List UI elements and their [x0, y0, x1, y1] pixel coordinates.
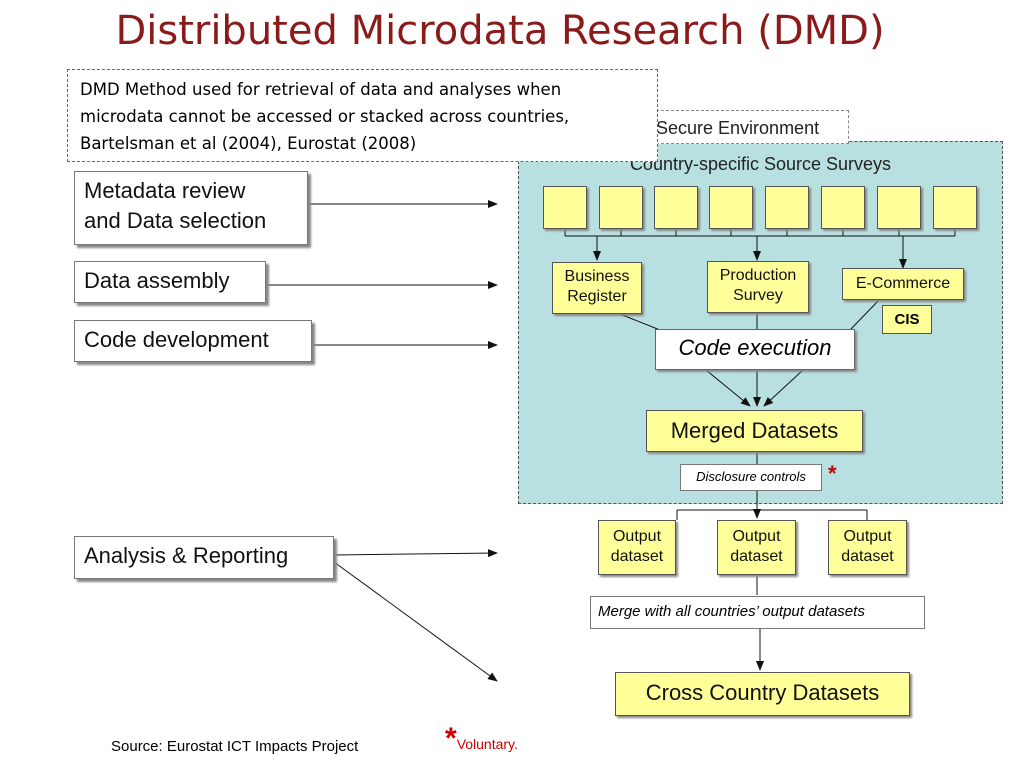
output-dataset-line-1: Output [732, 528, 781, 545]
production-survey-line-2: Survey [733, 287, 783, 304]
business-register-line-1: Business [564, 268, 630, 285]
output-dataset-line-2: dataset [730, 548, 783, 565]
disclosure-controls-box: Disclosure controls [680, 464, 822, 491]
production-survey-line-1: Production [719, 267, 797, 284]
merged-datasets-box: Merged Datasets [646, 410, 863, 452]
code-execution-box: Code execution [655, 329, 855, 370]
production-survey-box: Production Survey [707, 261, 809, 313]
survey-source-box [709, 186, 753, 229]
survey-source-box [821, 186, 865, 229]
cis-box: CIS [882, 305, 932, 334]
dmd-method-note: DMD Method used for retrieval of data an… [67, 69, 658, 162]
output-dataset-line-1: Output [612, 528, 662, 545]
cross-country-datasets-box: Cross Country Datasets [615, 672, 910, 716]
survey-source-box [599, 186, 643, 229]
merge-all-countries-box: Merge with all countries’ output dataset… [590, 596, 925, 629]
footnote-asterisk: * [445, 722, 457, 755]
source-surveys-title: Country-specific Source Surveys [629, 154, 892, 174]
output-dataset-box: Output dataset [598, 520, 676, 575]
step-metadata-line-1: Metadata review [84, 178, 246, 203]
step-analysis-reporting: Analysis & Reporting [74, 536, 334, 579]
e-commerce-box: E-Commerce [842, 268, 964, 300]
voluntary-footnote: *Voluntary. [445, 722, 518, 756]
voluntary-text: Voluntary. [456, 736, 518, 752]
step-data-assembly: Data assembly [74, 261, 266, 303]
survey-source-box [933, 186, 977, 229]
survey-source-box [654, 186, 698, 229]
business-register-box: Business Register [552, 262, 642, 314]
output-dataset-line-1: Output [843, 528, 892, 545]
page-title: Distributed Microdata Research (DMD) [115, 8, 885, 54]
note-line-3: Bartelsman et al (2004), Eurostat (2008) [80, 134, 417, 153]
note-line-2: microdata cannot be accessed or stacked … [80, 107, 570, 126]
output-dataset-box: Output dataset [717, 520, 796, 575]
step-code-development: Code development [74, 320, 312, 362]
analysis-cross-arrow [333, 561, 498, 682]
step-metadata-line-2: and Data selection [84, 208, 267, 233]
source-footnote: Source: Eurostat ICT Impacts Project [111, 738, 359, 755]
output-dataset-box: Output dataset [828, 520, 907, 575]
output-dataset-line-2: dataset [841, 548, 894, 565]
secure-environment-label: Secure Environment [646, 110, 849, 144]
output-dataset-line-2: dataset [610, 548, 664, 565]
survey-source-box [877, 186, 921, 229]
business-register-line-2: Register [567, 288, 627, 305]
step-metadata-review: Metadata review and Data selection [74, 171, 308, 245]
note-line-1: DMD Method used for retrieval of data an… [80, 80, 562, 99]
survey-source-box [765, 186, 809, 229]
analysis-arrow [333, 549, 498, 558]
survey-source-box [543, 186, 587, 229]
voluntary-asterisk: * [828, 461, 837, 486]
